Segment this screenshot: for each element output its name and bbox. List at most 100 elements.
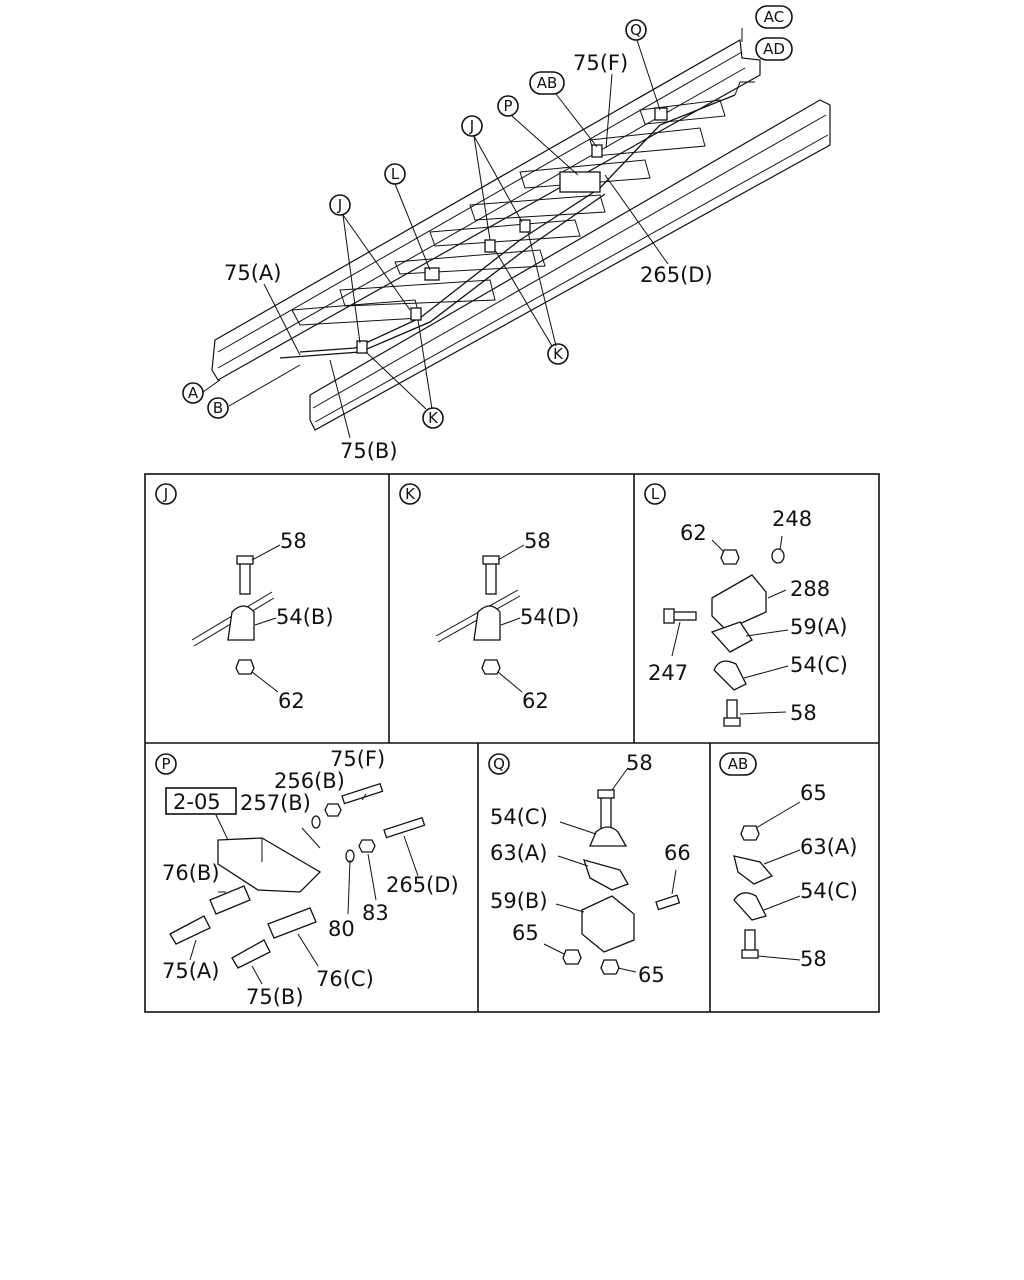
frame-rail-right (309, 99, 831, 431)
pipe-75a-icon (169, 915, 211, 945)
svg-text:Q: Q (630, 21, 642, 39)
panel-k-part-54d: 54(D) (520, 605, 579, 629)
connector-76c-icon (267, 907, 317, 939)
panel-l-part-59a: 59(A) (790, 615, 847, 639)
connector-76b-icon (209, 885, 251, 915)
panel-l: L 62 248 288 59(A) 54(C) 247 58 (644, 483, 848, 727)
svg-text:K: K (405, 485, 416, 503)
bracket-288-icon (711, 574, 767, 631)
panel-l-title: L (644, 483, 666, 505)
nut-62-icon (720, 549, 740, 565)
callout-ab: AB (529, 71, 565, 95)
callout-j-left: J (329, 194, 351, 216)
connector-a: A (182, 382, 204, 404)
svg-text:P: P (161, 755, 170, 773)
pipe-265d-icon (383, 816, 426, 839)
label-75a: 75(A) (224, 261, 281, 285)
panel-ab-part-54c: 54(C) (800, 879, 858, 903)
svg-text:K: K (553, 345, 564, 363)
bracket-59b-icon (581, 895, 635, 953)
panel-k: K 58 54(D) 62 (399, 483, 579, 713)
label-265d: 265(D) (640, 263, 713, 287)
svg-text:J: J (163, 485, 168, 503)
panel-q-part-63a: 63(A) (490, 841, 547, 865)
connector-ac: AC (755, 5, 793, 29)
panel-p-part-257b: 257(B) (240, 791, 311, 815)
connector-b: B (207, 397, 229, 419)
clip-59a-icon (710, 621, 753, 653)
clip-54d-icon (473, 605, 501, 641)
svg-text:2-05: 2-05 (173, 790, 221, 814)
brake-pipe-lower (279, 193, 606, 359)
panel-j-title: J (155, 483, 177, 505)
nut-62-icon (481, 659, 501, 675)
callout-k-right: K (547, 343, 569, 365)
panel-q-part-65-left: 65 (512, 921, 539, 945)
callout-j-right: J (461, 115, 483, 137)
panel-p-ref-box: 2-05 (165, 787, 237, 815)
bolt-58-icon (485, 559, 497, 595)
bolt-66-icon (655, 894, 681, 911)
nut-65-icon (740, 825, 760, 841)
callout-l: L (384, 163, 406, 185)
nut-256b-icon (324, 803, 342, 817)
callout-k-left: K (422, 407, 444, 429)
panel-ab-title: AB (719, 752, 757, 776)
panel-k-part-62: 62 (522, 689, 549, 713)
panel-l-part-247: 247 (648, 661, 688, 685)
panel-ab: AB 65 63(A) 54(C) 58 (719, 752, 858, 971)
panel-j-part-54b: 54(B) (276, 605, 334, 629)
panel-p: P 2-05 75(F) 256(B) 257(B) 76(B) 80 83 2… (155, 747, 459, 1009)
panel-q-part-66: 66 (664, 841, 691, 865)
panel-p-part-75a: 75(A) (162, 959, 219, 983)
panel-p-part-265d: 265(D) (386, 873, 459, 897)
washer-248-icon (771, 548, 785, 564)
panel-ab-part-58: 58 (800, 947, 827, 971)
clip-54c-icon (733, 892, 767, 921)
svg-text:J: J (469, 117, 474, 135)
pipe-clips (356, 107, 668, 354)
svg-text:J: J (337, 196, 342, 214)
nut-65-icon (562, 949, 582, 965)
svg-text:L: L (391, 165, 400, 183)
panel-q-part-58: 58 (626, 751, 653, 775)
panel-k-part-58: 58 (524, 529, 551, 553)
panel-p-part-83: 83 (362, 901, 389, 925)
label-75f: 75(F) (573, 51, 628, 75)
svg-text:B: B (213, 399, 223, 417)
panel-j-part-58: 58 (280, 529, 307, 553)
bolt-247-icon (671, 611, 697, 621)
frame-overview: A B AC AD J J K K L P Q AB 75(A) 75(B) 7… (182, 5, 831, 463)
panel-q-part-65-right: 65 (638, 963, 665, 987)
label-75b: 75(B) (340, 439, 398, 463)
panel-q-part-59b: 59(B) (490, 889, 548, 913)
svg-text:A: A (188, 384, 199, 402)
frame-rail-left (211, 39, 761, 381)
brake-pipe-upper (299, 94, 736, 353)
bolt-58-icon (600, 793, 612, 831)
pipe-75f-icon (341, 782, 384, 805)
svg-text:L: L (651, 485, 660, 503)
panel-p-part-76b: 76(B) (162, 861, 220, 885)
svg-text:AD: AD (763, 40, 785, 58)
plate-63a-icon (582, 859, 629, 891)
clip-54c-icon (713, 660, 747, 691)
nut-65-icon (600, 959, 620, 975)
washer-257b-icon (311, 815, 321, 829)
overview-leaders (202, 28, 743, 439)
callout-q: Q (625, 19, 647, 41)
svg-text:K: K (428, 409, 439, 427)
panel-p-part-80: 80 (328, 917, 355, 941)
plate-63a-icon (733, 855, 774, 885)
svg-text:P: P (503, 97, 512, 115)
panel-j: J 58 54(B) 62 (155, 483, 334, 713)
nut-83-icon (358, 839, 376, 853)
nut-62-icon (235, 659, 255, 675)
clip-54b-icon (227, 605, 255, 641)
panel-ab-part-63a: 63(A) (800, 835, 857, 859)
connector-ad: AD (755, 37, 793, 61)
panel-q: Q 58 54(C) 63(A) 66 59(B) 65 65 (488, 751, 691, 987)
svg-text:AB: AB (728, 755, 749, 773)
panel-l-part-288: 288 (790, 577, 830, 601)
